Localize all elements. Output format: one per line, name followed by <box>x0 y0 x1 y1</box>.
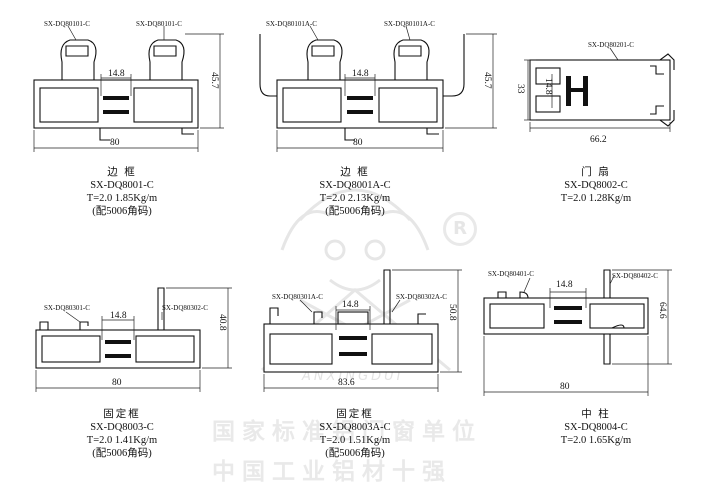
profile-2-note: (配5006角码) <box>325 206 385 217</box>
profile-5-height-dim: 50.8 <box>447 304 457 321</box>
profile-1-width-dim: 80 <box>110 138 120 148</box>
profile-6-code: SX-DQ8004-C <box>564 422 628 433</box>
registered-mark-icon: R <box>443 212 477 246</box>
profile-2-name: 边 框 <box>340 167 370 178</box>
profile-1-label-right: SX-DQ80101-C <box>136 20 182 28</box>
profile-5-label-left: SX-DQ80301A-C <box>272 293 323 301</box>
profile-6-height-dim: 64.6 <box>657 302 667 319</box>
profile-5-caption: 固定框 SX-DQ8003A-C T=2.0 1.51Kg/m (配5006角码… <box>265 408 445 460</box>
profile-5-width-dim: 83.6 <box>338 378 355 388</box>
profile-4-note: (配5006角码) <box>92 448 152 459</box>
profile-4-spec: T=2.0 1.41Kg/m <box>86 435 158 446</box>
profile-1-code: SX-DQ8001-C <box>90 180 154 191</box>
profile-5-gap-dim: 14.8 <box>342 300 359 310</box>
profile-2-label-left: SX-DQ80101A-C <box>266 20 317 28</box>
profile-2-code: SX-DQ8001A-C <box>319 180 391 191</box>
profile-1-gap-dim: 14.8 <box>108 69 125 79</box>
profile-6-spec: T=2.0 1.65Kg/m <box>560 435 632 446</box>
profile-2-label-right: SX-DQ80101A-C <box>384 20 435 28</box>
profile-4-code: SX-DQ8003-C <box>90 422 154 433</box>
profile-4-height-dim: 40.8 <box>217 314 227 331</box>
profile-3-spec: T=2.0 1.28Kg/m <box>560 193 632 204</box>
profile-2-spec: T=2.0 2.13Kg/m <box>319 193 391 204</box>
profile-6-width-dim: 80 <box>560 382 570 392</box>
profile-4-caption: 固定框 SX-DQ8003-C T=2.0 1.41Kg/m (配5006角码) <box>32 408 212 460</box>
profile-5-code: SX-DQ8003A-C <box>319 422 391 433</box>
profile-3-gap-dim: 14.8 <box>543 78 553 95</box>
profile-6-name: 中 柱 <box>581 409 611 420</box>
profile-4-label-left: SX-DQ80301-C <box>44 304 90 312</box>
profile-1-note: (配5006角码) <box>92 206 152 217</box>
watermark-line-2: 中国工业铝材十强 <box>212 459 452 485</box>
profile-5-name: 固定框 <box>336 409 374 420</box>
profile-5-label-right: SX-DQ80302A-C <box>396 293 447 301</box>
profile-3-name: 门 扇 <box>581 167 611 178</box>
profile-6-gap-dim: 14.8 <box>556 280 573 290</box>
profile-1-drawing <box>33 25 224 152</box>
profile-5-drawing <box>263 269 462 392</box>
profile-4-drawing <box>35 287 232 392</box>
profile-1-label-left: SX-DQ80101-C <box>44 20 90 28</box>
profile-2-width-dim: 80 <box>353 138 363 148</box>
profile-5-spec: T=2.0 1.51Kg/m <box>319 435 391 446</box>
profile-3-code: SX-DQ8002-C <box>564 180 628 191</box>
profile-3-label: SX-DQ80201-C <box>588 41 634 49</box>
profile-3-width-dim: 66.2 <box>590 135 607 145</box>
profile-1-spec: T=2.0 1.85Kg/m <box>86 193 158 204</box>
profile-1-height-dim: 45.7 <box>209 72 219 89</box>
watermark-brand: ANXINGDUI <box>302 369 404 384</box>
profile-3-height-dim: 33 <box>515 84 525 94</box>
profile-6-label-left: SX-DQ80401-C <box>488 270 534 278</box>
watermark-line-1: 国家标准铝门窗单位 <box>212 419 482 445</box>
profile-1-name: 边 框 <box>107 167 137 178</box>
profile-2-caption: 边 框 SX-DQ8001A-C T=2.0 2.13Kg/m (配5006角码… <box>265 166 445 218</box>
profile-5-note: (配5006角码) <box>325 448 385 459</box>
profile-6-label-right: SX-DQ80402-C <box>612 272 658 280</box>
profile-4-gap-dim: 14.8 <box>110 311 127 321</box>
profile-4-label-right: SX-DQ80302-C <box>162 304 208 312</box>
profile-3-caption: 门 扇 SX-DQ8002-C T=2.0 1.28Kg/m <box>506 166 686 205</box>
profile-6-drawing <box>483 269 672 396</box>
profile-2-gap-dim: 14.8 <box>352 69 369 79</box>
profile-2-height-dim: 45.7 <box>482 72 492 89</box>
profile-2-drawing <box>259 25 497 152</box>
profile-4-width-dim: 80 <box>112 378 122 388</box>
profile-3-drawing <box>524 47 675 132</box>
profile-4-name: 固定框 <box>103 409 141 420</box>
profile-6-caption: 中 柱 SX-DQ8004-C T=2.0 1.65Kg/m <box>506 408 686 447</box>
lion-mascot-watermark <box>261 188 451 372</box>
profile-1-caption: 边 框 SX-DQ8001-C T=2.0 1.85Kg/m (配5006角码) <box>32 166 212 218</box>
